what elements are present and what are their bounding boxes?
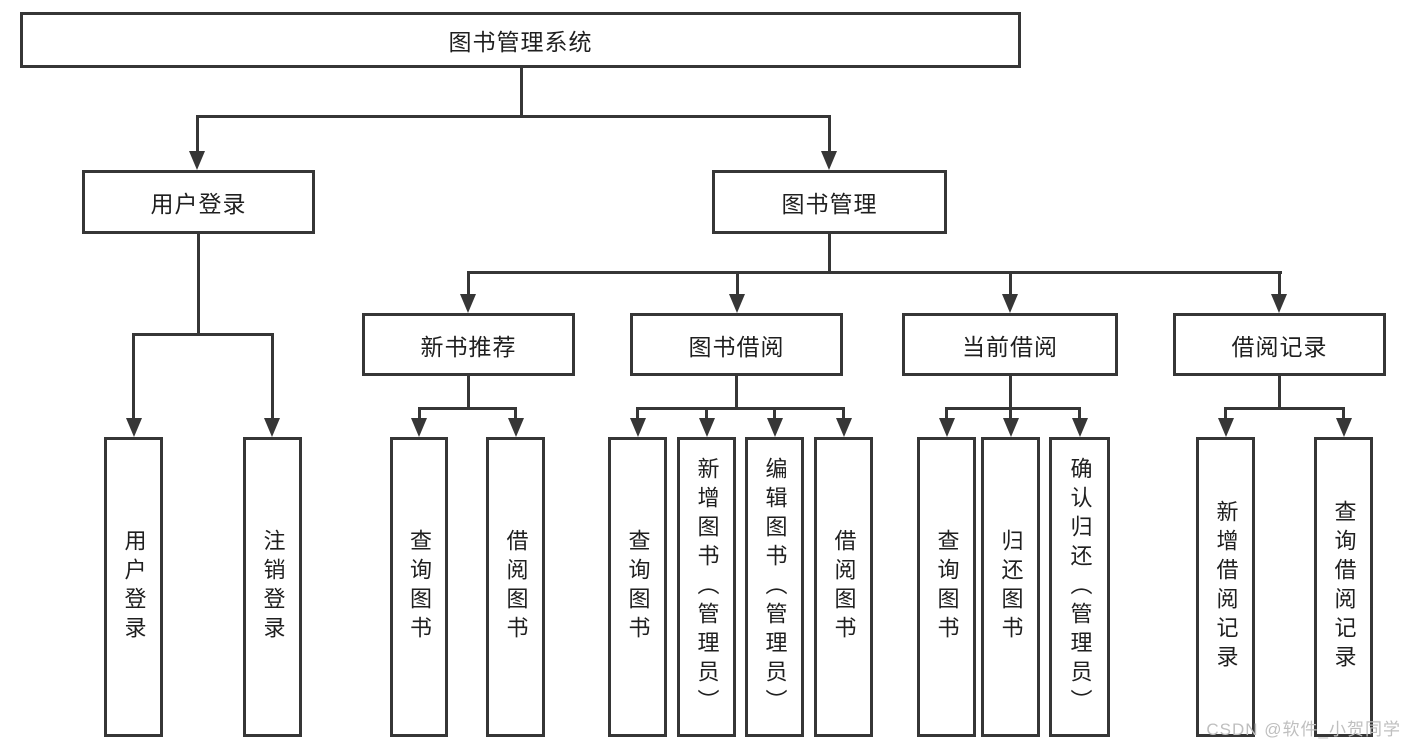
connector-line	[1009, 407, 1012, 420]
connector-line	[132, 333, 274, 336]
arrowhead-down-icon	[264, 418, 280, 437]
leaf-borrow-query-books: 查询图书	[608, 437, 667, 737]
connector-line	[514, 407, 517, 420]
leaf-user-login: 用户登录	[104, 437, 163, 737]
connector-line	[945, 407, 948, 420]
connector-line	[1224, 407, 1227, 420]
csdn-watermark: CSDN @软件_小贺同学	[1206, 720, 1401, 739]
node-book-management: 图书管理	[712, 170, 947, 234]
arrowhead-down-icon	[821, 151, 837, 170]
arrowhead-down-icon	[1002, 294, 1018, 313]
leaf-borrow-borrow-books: 借阅图书	[814, 437, 873, 737]
leaf-borrow-edit-books-admin: 编辑图书（管理员）	[745, 437, 804, 737]
arrowhead-down-icon	[411, 418, 427, 437]
connector-line	[636, 407, 845, 410]
arrowhead-down-icon	[729, 294, 745, 313]
connector-line	[736, 271, 739, 296]
connector-line	[467, 376, 470, 409]
connector-line	[467, 271, 470, 296]
connector-line	[945, 407, 1081, 410]
arrowhead-down-icon	[1271, 294, 1287, 313]
arrowhead-down-icon	[767, 418, 783, 437]
node-borrow-records: 借阅记录	[1173, 313, 1386, 376]
connector-line	[1009, 376, 1012, 409]
leaf-records-add-record: 新增借阅记录	[1196, 437, 1255, 737]
connector-line	[271, 333, 274, 419]
node-current-borrow: 当前借阅	[902, 313, 1118, 376]
arrowhead-down-icon	[699, 418, 715, 437]
arrowhead-down-icon	[939, 418, 955, 437]
connector-line	[196, 115, 831, 118]
connector-line	[467, 271, 1282, 274]
arrowhead-down-icon	[460, 294, 476, 313]
connector-line	[636, 407, 639, 420]
leaf-records-query-record: 查询借阅记录	[1314, 437, 1373, 737]
connector-line	[828, 115, 831, 153]
leaf-borrow-add-books-admin: 新增图书（管理员）	[677, 437, 736, 737]
connector-line	[418, 407, 517, 410]
connector-line	[418, 407, 421, 420]
connector-line	[842, 407, 845, 420]
leaf-rec-query-books: 查询图书	[390, 437, 448, 737]
node-book-borrow: 图书借阅	[630, 313, 843, 376]
connector-line	[197, 234, 200, 335]
arrowhead-down-icon	[630, 418, 646, 437]
connector-line	[1278, 271, 1281, 296]
arrowhead-down-icon	[836, 418, 852, 437]
connector-line	[735, 376, 738, 409]
connector-line	[132, 333, 135, 419]
arrowhead-down-icon	[189, 151, 205, 170]
node-new-book-recommend: 新书推荐	[362, 313, 575, 376]
leaf-rec-borrow-books: 借阅图书	[486, 437, 545, 737]
connector-line	[773, 407, 776, 420]
connector-line	[1078, 407, 1081, 420]
leaf-current-return-books: 归还图书	[981, 437, 1040, 737]
leaf-current-query-books: 查询图书	[917, 437, 976, 737]
connector-line	[1278, 376, 1281, 409]
arrowhead-down-icon	[508, 418, 524, 437]
connector-line	[828, 234, 831, 274]
connector-line	[520, 68, 523, 117]
node-user-login: 用户登录	[82, 170, 315, 234]
arrowhead-down-icon	[1003, 418, 1019, 437]
connector-line	[705, 407, 708, 420]
arrowhead-down-icon	[1072, 418, 1088, 437]
leaf-logout: 注销登录	[243, 437, 302, 737]
connector-line	[1342, 407, 1345, 420]
arrowhead-down-icon	[1336, 418, 1352, 437]
connector-line	[196, 115, 199, 153]
connector-line	[1009, 271, 1012, 296]
leaf-current-confirm-return-admin: 确认归还（管理员）	[1049, 437, 1110, 737]
node-library-system: 图书管理系统	[20, 12, 1021, 68]
arrowhead-down-icon	[1218, 418, 1234, 437]
arrowhead-down-icon	[126, 418, 142, 437]
connector-line	[1224, 407, 1345, 410]
